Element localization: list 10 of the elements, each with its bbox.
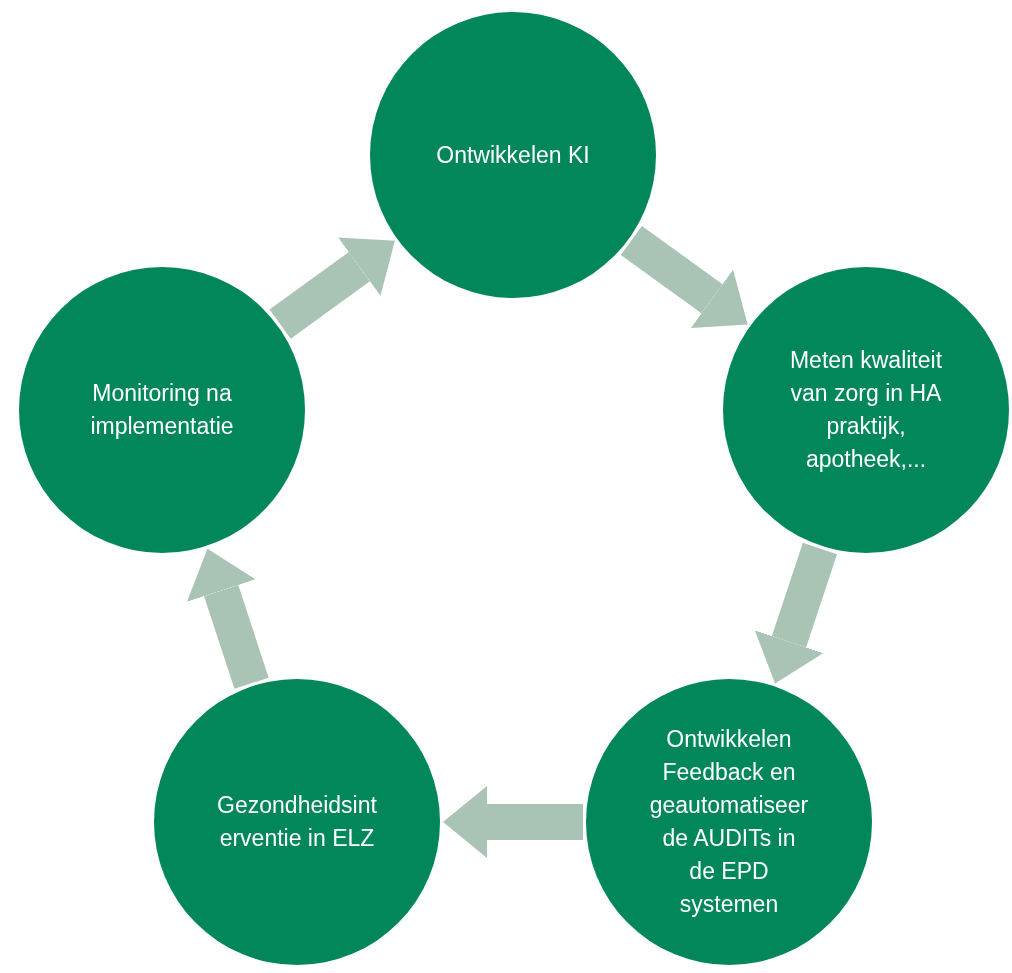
block-arrow: [443, 786, 583, 858]
block-arrow: [186, 548, 269, 689]
circle-label: Ontwikkelen KI: [435, 140, 591, 170]
block-arrow: [620, 225, 748, 328]
block-arrow: [754, 542, 837, 684]
circle-label: Monitoring na implementatie: [89, 379, 235, 441]
block-arrow: [269, 237, 395, 339]
circle-label: Gezondheidsinterventie in ELZ: [216, 791, 378, 853]
circle-label: Meten kwaliteit van zorg in HA praktijk, apotheek,...: [788, 346, 944, 474]
circle-label: Ontwikkelen Feedback en geautomatiseerde AUDITs in de EPD systemen: [649, 725, 809, 919]
